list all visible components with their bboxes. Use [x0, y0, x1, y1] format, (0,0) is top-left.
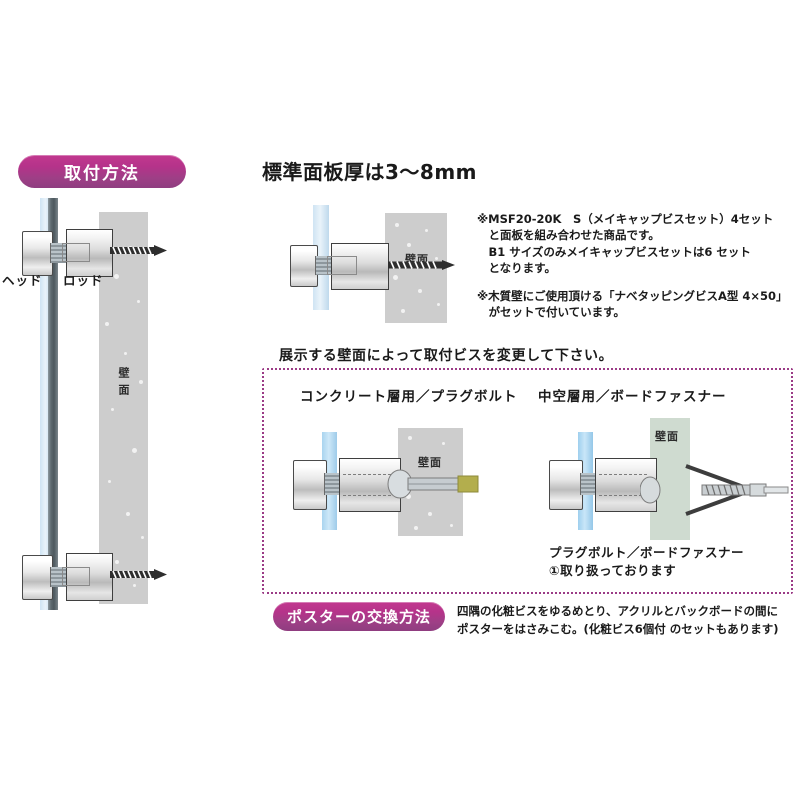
- rod-bore-top: [62, 243, 90, 262]
- label-concrete-option: コンクリート層用／プラグボルト: [300, 389, 518, 405]
- label-rod: ロッド: [63, 273, 104, 288]
- heading-panel-thickness: 標準面板厚は3〜8mm: [262, 160, 478, 184]
- note-product-set: ※MSF20-20K S（メイキャップビスセット）4セット と面板を組み合わせた…: [477, 212, 774, 275]
- rod-bore-line-concrete-top: [343, 474, 391, 475]
- rod-bore-line-hollow-top: [599, 474, 647, 475]
- head-top: [22, 231, 53, 276]
- rod-bore-bottom: [62, 567, 90, 586]
- plug-bolt-assembly: [386, 466, 482, 502]
- left-wall-slab: [99, 212, 148, 604]
- concrete-wall-label: 壁面: [418, 456, 442, 469]
- screw-center: [388, 257, 456, 273]
- board-fastener-assembly: [639, 440, 790, 540]
- head-concrete: [293, 460, 327, 510]
- head-center: [290, 245, 318, 287]
- heading-variant-instruction: 展示する壁面によって取付ビスを変更して下さい。: [279, 348, 614, 364]
- rod-bore-line-hollow-bottom: [599, 495, 647, 496]
- rod-bore-center: [327, 256, 357, 275]
- left-wall-label: 壁面: [117, 367, 130, 401]
- head-bottom: [22, 555, 53, 600]
- note-wood-wall-screw: ※木質壁にご使用頂ける「ナベタッピングビスA型 4×50」 がセットで付いていま…: [477, 289, 788, 320]
- left-panel-edge: [48, 198, 58, 610]
- rod-bore-line-concrete-bottom: [343, 495, 391, 496]
- label-hollow-option: 中空層用／ボードファスナー: [538, 389, 727, 405]
- label-head: ヘッド: [2, 273, 43, 288]
- note-poster-replacement: 四隅の化粧ビスをゆるめとり、アクリルとバックボードの間に ポスターをはさみこむ。…: [457, 604, 779, 636]
- note-fastener-availability: プラグボルト／ボードファスナー ①取り扱っております: [549, 545, 745, 578]
- badge-poster-replacement: ポスターの交換方法: [273, 602, 445, 631]
- screw-bottom: [110, 566, 168, 583]
- head-hollow: [549, 460, 583, 510]
- badge-install-method: 取付方法: [18, 155, 186, 188]
- screw-top: [110, 242, 168, 259]
- hollow-wall-label: 壁面: [655, 430, 679, 443]
